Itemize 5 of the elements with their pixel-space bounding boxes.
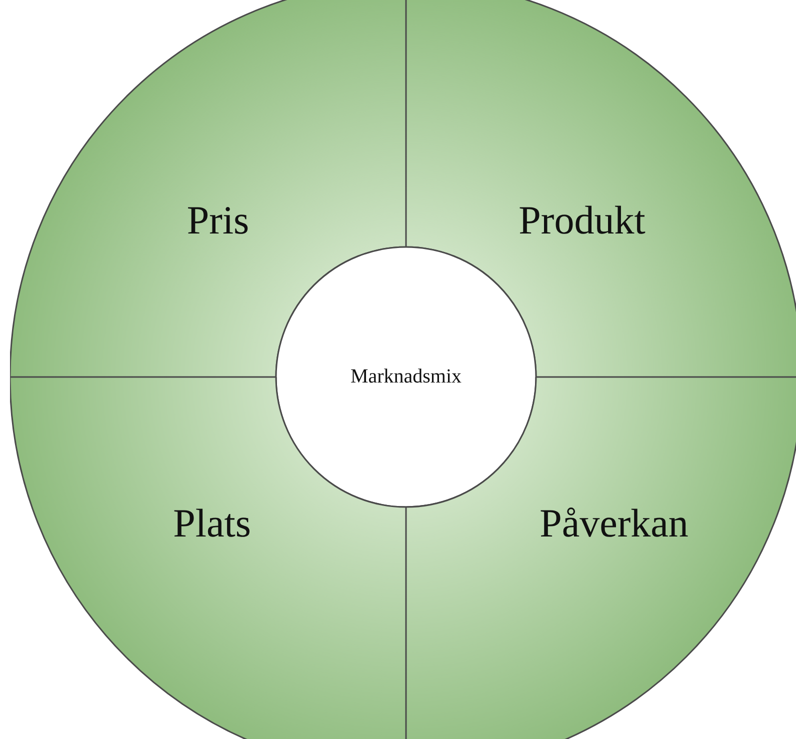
segment-label: Produkt [518,196,646,244]
segment-label: Pris [186,196,250,244]
segment-label: Plats [173,500,251,546]
center-label: Marknadsmix [350,366,462,388]
segment-label: Påverkan [540,500,688,546]
